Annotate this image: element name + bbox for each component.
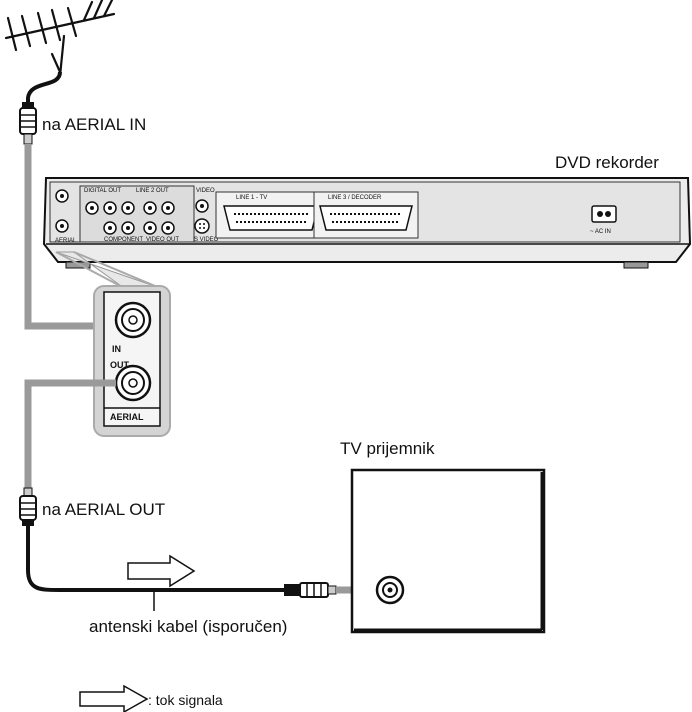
antenna-cable-to-tv: [26, 526, 284, 592]
aerial-panel-enlarged: IN OUT AERIAL: [93, 285, 171, 437]
coax-plug-icon: [19, 487, 37, 526]
svg-text:IN: IN: [112, 344, 121, 354]
svg-text:LINE 3 / DECODER: LINE 3 / DECODER: [328, 195, 382, 201]
svg-text:VIDEO: VIDEO: [196, 188, 215, 194]
signal-arrow-icon: [79, 684, 149, 712]
tv-input-jack-icon: [375, 575, 405, 605]
signal-line-in: [24, 144, 122, 330]
svg-text:AERIAL: AERIAL: [110, 412, 144, 422]
tv-receiver: [350, 468, 546, 634]
label-to-aerial-in: na AERIAL IN: [42, 115, 146, 134]
legend-signal-flow-label: : tok signala: [148, 692, 223, 708]
coax-plug-icon: [284, 582, 337, 598]
signal-line-out: [24, 379, 116, 490]
svg-text:LINE 2 OUT: LINE 2 OUT: [136, 188, 169, 194]
svg-text:LINE 1 - TV: LINE 1 - TV: [236, 195, 267, 201]
antenna-cable: [26, 71, 62, 104]
antenna-icon: [4, 0, 116, 78]
svg-text:COMPONENT: COMPONENT: [104, 237, 143, 243]
coax-plug-icon: [19, 102, 37, 145]
svg-text:~ AC IN: ~ AC IN: [590, 229, 611, 235]
dvd-recorder-rear-panel: AERIAL DIGITAL OUT LINE 2 OUT COMPONENT …: [42, 177, 692, 269]
svg-text:S VIDEO: S VIDEO: [194, 237, 219, 243]
svg-text:AERIAL: AERIAL: [55, 238, 77, 244]
label-dvd-recorder: DVD rekorder: [555, 153, 659, 172]
legend: : tok signala: [79, 684, 223, 712]
svg-text:OUT: OUT: [110, 360, 130, 370]
svg-text:VIDEO OUT: VIDEO OUT: [146, 237, 179, 243]
svg-text:DIGITAL OUT: DIGITAL OUT: [84, 188, 121, 194]
label-tv-receiver: TV prijemnik: [340, 439, 435, 458]
signal-arrow-icon: [127, 554, 196, 588]
label-antenna-cable: antenski kabel (isporučen): [89, 617, 287, 636]
label-to-aerial-out: na AERIAL OUT: [42, 500, 165, 519]
